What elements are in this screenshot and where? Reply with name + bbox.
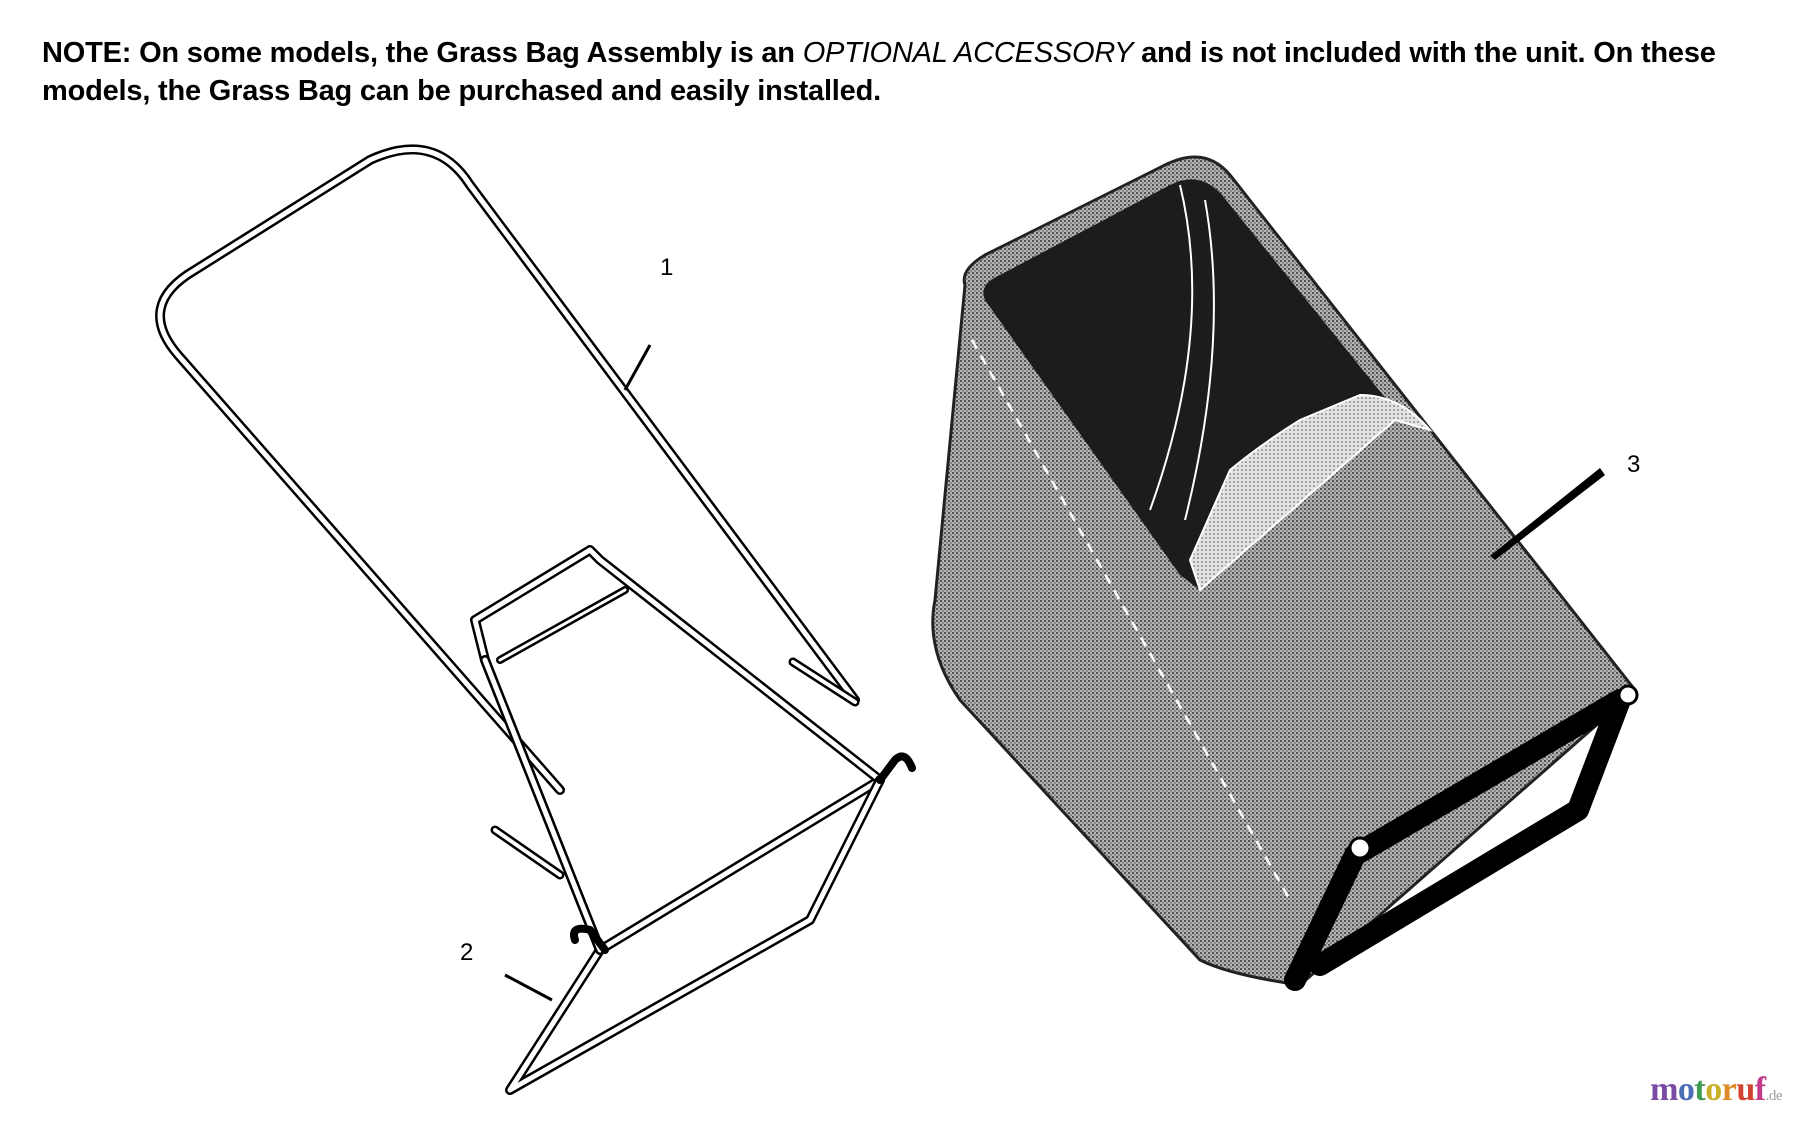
note-prefix: NOTE: On some models, the Grass Bag Asse… xyxy=(42,37,803,69)
watermark-letter: m xyxy=(1650,1071,1678,1108)
note-emphasis: OPTIONAL ACCESSORY xyxy=(802,37,1134,69)
watermark-letter: t xyxy=(1694,1071,1706,1108)
callout-2: 2 xyxy=(460,939,473,966)
callout-3: 3 xyxy=(1627,451,1640,478)
base-frame xyxy=(505,775,885,1095)
tube-end-rear xyxy=(1617,684,1639,706)
leader-3 xyxy=(1490,468,1605,560)
watermark-letter: u xyxy=(1736,1071,1755,1108)
grass-bag xyxy=(931,155,1639,991)
leader-1 xyxy=(623,344,652,391)
frame-rod-right-inner xyxy=(791,660,857,704)
watermark-letter: o xyxy=(1705,1071,1722,1108)
base-frame-side-inner xyxy=(482,657,603,953)
watermark-letter: f xyxy=(1754,1071,1766,1108)
bag-seam-highlight xyxy=(1149,184,1194,511)
lower-bag-frame xyxy=(470,545,916,1095)
bag-bottom-tube-front xyxy=(1344,689,1631,866)
watermark-letter: o xyxy=(1677,1071,1695,1108)
grass-bag-frame xyxy=(155,144,860,880)
watermark-letters: motoruf xyxy=(1650,1071,1766,1108)
bracket-wire-inner xyxy=(472,547,883,953)
base-frame-inner xyxy=(507,777,883,1093)
watermark-letter: r xyxy=(1721,1071,1737,1108)
tube-end-front xyxy=(1348,836,1372,860)
frame-inner-wire xyxy=(157,146,858,793)
frame-hook-right xyxy=(876,752,916,784)
bracket-wire xyxy=(470,545,885,955)
leader-2 xyxy=(504,973,553,1002)
grass-clippings xyxy=(1188,393,1433,592)
callout-1: 1 xyxy=(660,254,673,281)
frame-outer-wire xyxy=(155,144,860,795)
frame-hook-left xyxy=(570,924,609,954)
watermark-suffix: .de xyxy=(1765,1088,1783,1104)
callouts: 1 2 3 xyxy=(460,254,1640,1002)
note-suffix: and is not included with the unit. On th… xyxy=(42,37,1716,107)
watermark-logo: motoruf.de xyxy=(1650,1071,1782,1109)
bracket-crossbar-inner xyxy=(498,588,627,662)
bag-seam-highlight-2 xyxy=(1184,199,1215,521)
frame-rod-left-inner xyxy=(493,828,562,877)
note-text: NOTE: On some models, the Grass Bag Asse… xyxy=(42,34,1782,110)
